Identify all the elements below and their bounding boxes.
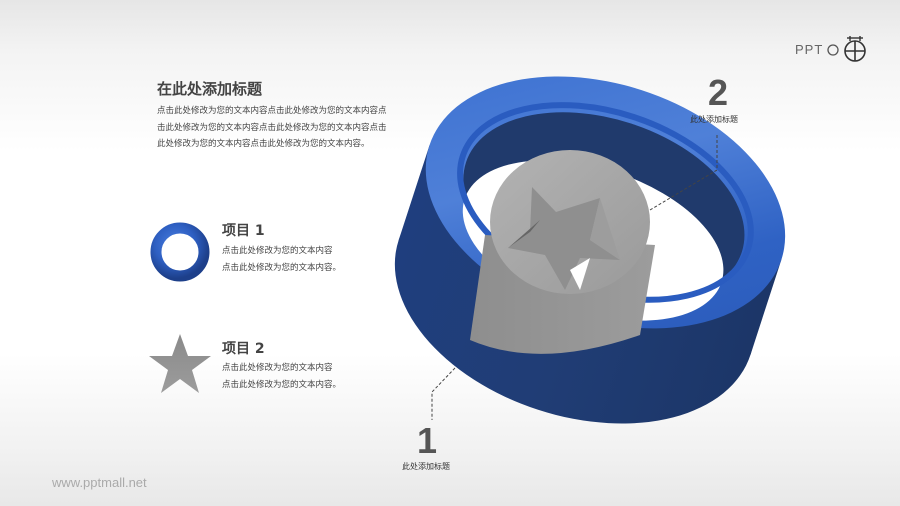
item-2-title: 项目 2 bbox=[222, 341, 265, 357]
logo-text: PPT bbox=[795, 41, 824, 57]
callout-1-leader bbox=[431, 367, 456, 420]
bulb-circle-logo-icon bbox=[827, 36, 867, 62]
callout-1-number: 1 bbox=[417, 420, 438, 461]
item-1-desc-line1: 点击此处修改为您的文本内容 bbox=[222, 246, 333, 256]
callout-1-label: 此处添加标题 bbox=[402, 462, 450, 471]
blue-ring-icon bbox=[150, 222, 210, 282]
item-1-desc-line2: 点击此处修改为您的文本内容。 bbox=[222, 263, 342, 273]
page-title: 在此处添加标题 bbox=[157, 80, 263, 98]
gray-star-cylinder bbox=[470, 150, 655, 354]
watermark: www.pptmall.net bbox=[52, 475, 147, 490]
callout-2-number: 2 bbox=[708, 72, 729, 113]
callout-2-leader bbox=[649, 135, 718, 211]
gray-star-icon bbox=[149, 334, 211, 393]
logo: PPT bbox=[795, 35, 869, 63]
item-2-desc-line2: 点击此处修改为您的文本内容。 bbox=[222, 380, 342, 390]
callout-2-label: 此处添加标题 bbox=[690, 115, 738, 124]
item-2-desc-line1: 点击此处修改为您的文本内容 bbox=[222, 363, 333, 373]
item-1-title: 项目 1 bbox=[222, 223, 265, 239]
intro-paragraph: 点击此处修改为您的文本内容点击此处修改为您的文本内容点击此处修改为您的文本内容点… bbox=[157, 106, 387, 149]
